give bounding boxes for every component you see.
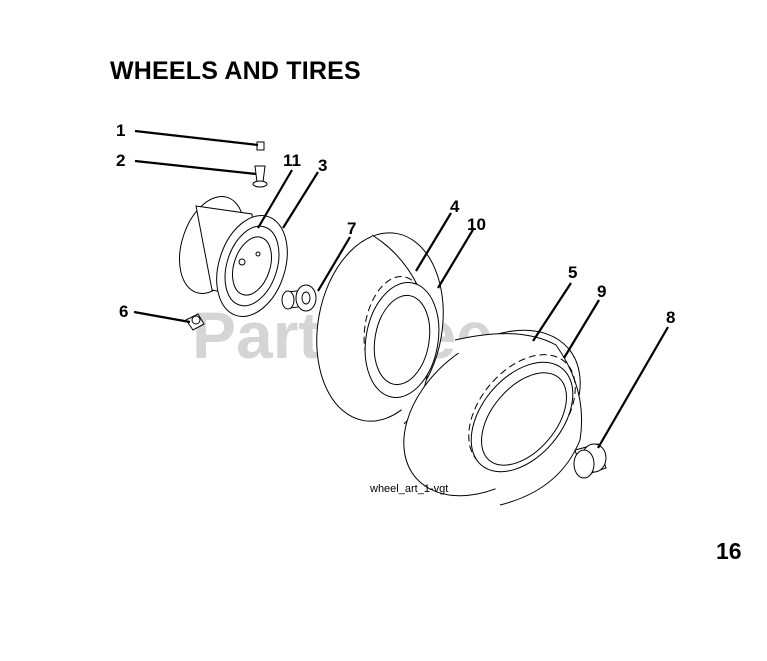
callout-1: 1: [116, 121, 125, 140]
callout-7: 7: [347, 219, 356, 238]
bushing: [281, 284, 317, 312]
valve-cap: [256, 141, 265, 151]
callout-3: 3: [318, 156, 327, 175]
callout-10: 10: [467, 215, 486, 234]
callout-6: 6: [119, 302, 128, 321]
callout-5: 5: [568, 263, 577, 282]
page-number: 16: [716, 538, 742, 564]
front-tire: [316, 232, 444, 425]
wheel-rim: [179, 196, 288, 317]
callout-9: 9: [597, 282, 606, 301]
grease-fitting: [185, 313, 205, 331]
drawing-reference: wheel_art_1-vgt: [369, 483, 448, 495]
valve-stem: [252, 165, 268, 188]
callout-8: 8: [666, 308, 675, 327]
page-title: WHEELS AND TIRES: [110, 57, 361, 85]
callout-4: 4: [450, 197, 460, 216]
hub-cap: [573, 443, 607, 479]
callout-2: 2: [116, 151, 125, 170]
leader-lines: [133, 129, 669, 449]
callout-11: 11: [283, 151, 301, 170]
rear-tire: [403, 329, 583, 506]
